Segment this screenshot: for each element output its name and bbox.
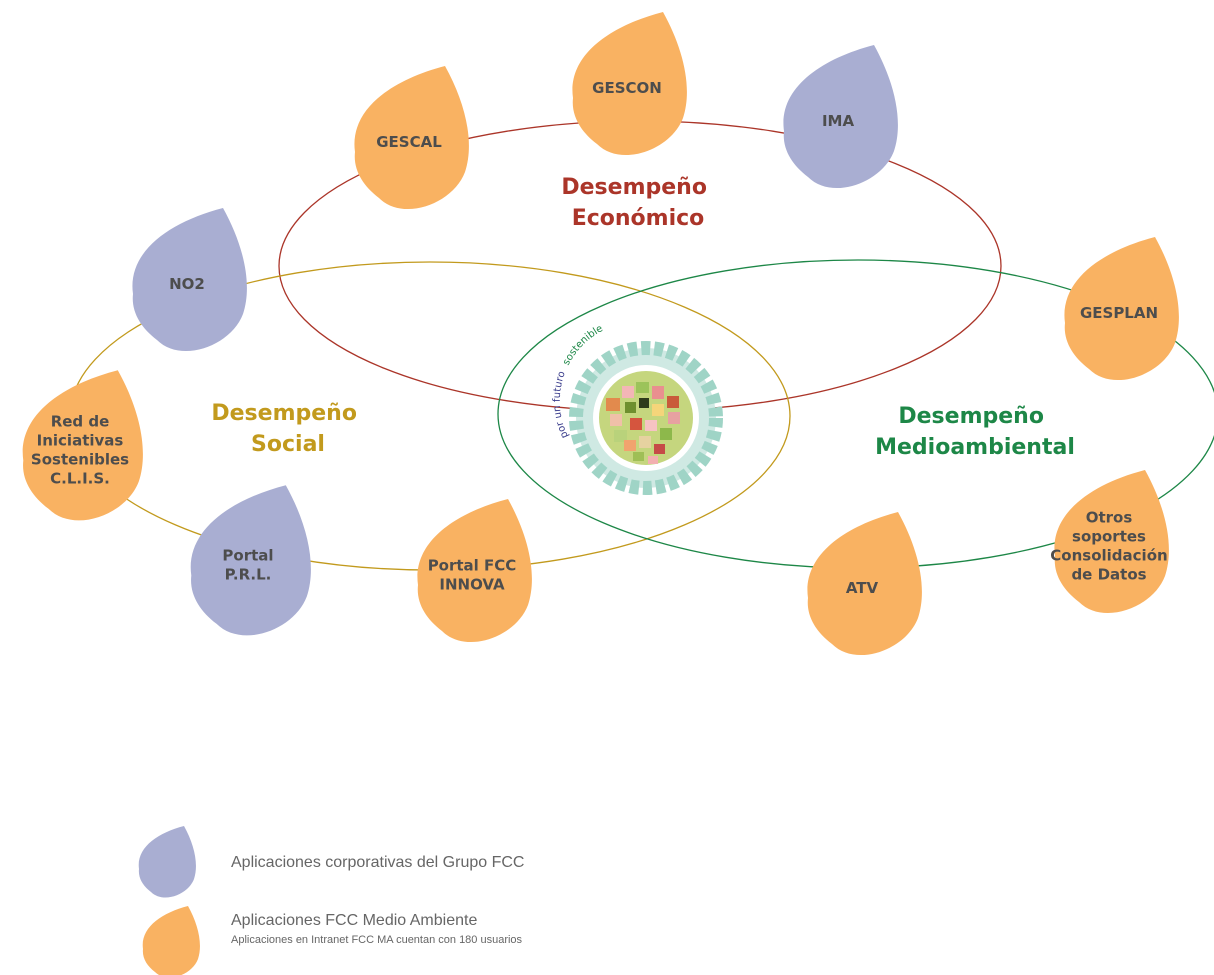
drop-red-shape xyxy=(22,370,143,521)
drop-red-line: Red de xyxy=(51,413,110,431)
legend-fccma-label: Aplicaciones FCC Medio Ambiente xyxy=(231,912,477,929)
drop-gesplan-shape xyxy=(1064,237,1179,381)
drop-gescal-label: GESCAL xyxy=(376,133,442,151)
drop-otros-line: Consolidación xyxy=(1050,547,1167,565)
drop-ima-line: IMA xyxy=(822,112,855,130)
drop-ima-shape xyxy=(783,45,898,189)
drop-gescal-line: GESCAL xyxy=(376,133,442,151)
legend-drop-corporate-shape xyxy=(138,826,196,898)
drop-gesplan-label: GESPLAN xyxy=(1080,304,1158,322)
social-title: Desempeño Social xyxy=(211,401,364,457)
drop-no2-label: NO2 xyxy=(169,275,205,293)
drop-gescal-shape xyxy=(354,66,469,210)
drop-gescon: GESCON xyxy=(572,12,687,156)
drop-atv-shape xyxy=(807,512,922,656)
drop-red-line: C.L.I.S. xyxy=(50,470,110,488)
drop-otros-line: Otros xyxy=(1086,509,1133,527)
drop-atv-label: ATV xyxy=(846,579,879,597)
drop-portal-innova-line: INNOVA xyxy=(439,576,505,594)
drop-portal-innova-line: Portal FCC xyxy=(428,557,517,575)
drop-atv: ATV xyxy=(807,512,922,656)
logo-arc-text-1: por un futuro xyxy=(552,370,571,440)
drop-red-line: Iniciativas xyxy=(37,432,124,450)
drop-gescon-label: GESCON xyxy=(592,79,662,97)
drop-otros-shape xyxy=(1054,470,1169,614)
drop-portal-prl-line: P.R.L. xyxy=(225,566,272,584)
legend-corporate-drop xyxy=(138,826,196,898)
drop-no2-line: NO2 xyxy=(169,275,205,293)
drop-gesplan: GESPLAN xyxy=(1064,237,1179,381)
drop-gesplan-line: GESPLAN xyxy=(1080,304,1158,322)
economico-title: Desempeño Económico xyxy=(561,175,714,231)
drop-otros-line: soportes xyxy=(1072,528,1146,546)
drop-ima-label: IMA xyxy=(822,112,855,130)
drop-portal-prl-line: Portal xyxy=(222,547,273,565)
legend-corporate-label: Aplicaciones corporativas del Grupo FCC xyxy=(231,854,524,871)
drop-gescal: GESCAL xyxy=(354,66,469,210)
drop-portal-innova-shape xyxy=(417,499,532,643)
drop-red-line: Sostenibles xyxy=(31,451,129,469)
drop-gescon-shape xyxy=(572,12,687,156)
medioambiental-title: Desempeño Medioambiental xyxy=(875,404,1075,460)
drop-ima: IMA xyxy=(783,45,898,189)
sustainability-logo: por un futuro sostenible xyxy=(552,323,723,495)
drop-atv-line: ATV xyxy=(846,579,879,597)
legend-drop-fccma-shape xyxy=(142,906,200,975)
legend: Aplicaciones corporativas del Grupo FCC … xyxy=(138,826,524,975)
logo-mosaic xyxy=(606,382,680,464)
legend-fccma-note: Aplicaciones en Intranet FCC MA cuentan … xyxy=(231,934,523,946)
drop-no2: NO2 xyxy=(132,208,247,352)
legend-fccma-drop xyxy=(142,906,200,975)
drop-no2-shape xyxy=(132,208,247,352)
drop-gescon-line: GESCON xyxy=(592,79,662,97)
drop-portal-prl-shape xyxy=(190,485,311,636)
drop-otros-line: de Datos xyxy=(1071,566,1146,584)
